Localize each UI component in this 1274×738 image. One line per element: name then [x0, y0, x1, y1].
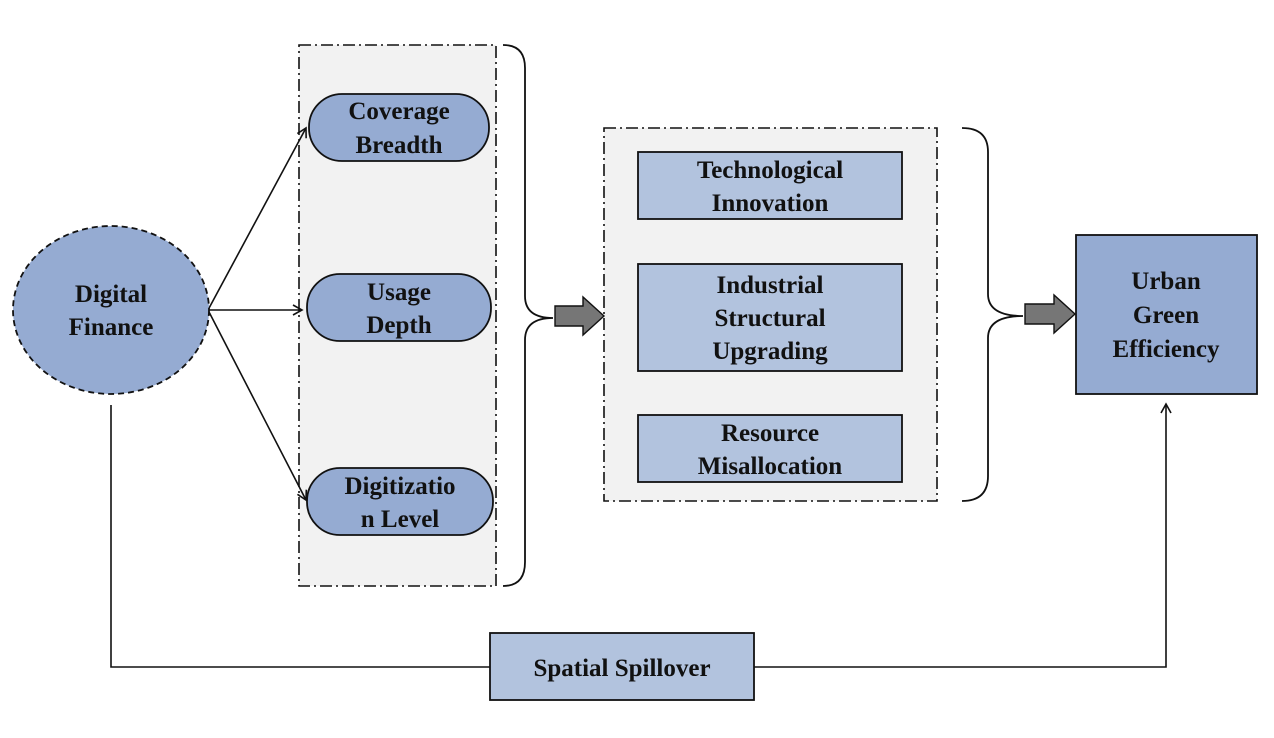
coverage-breadth-node: Coverage Breadth — [308, 93, 490, 162]
arrow-to-digitization — [207, 309, 308, 502]
outcome-label-3: Efficiency — [1113, 336, 1220, 363]
block-arrow-to-mechanisms — [554, 295, 606, 337]
coverage-label-1: Coverage — [348, 98, 449, 125]
outcome-label-1: Urban — [1131, 268, 1201, 295]
resource-label-2: Misallocation — [698, 453, 843, 480]
technological-innovation-box: Technological Innovation — [637, 151, 903, 220]
arrow-to-coverage — [207, 126, 307, 311]
industrial-label-3: Upgrading — [712, 338, 828, 365]
mechanisms-brace — [961, 127, 1024, 502]
spillover-arrow-right — [754, 402, 1172, 668]
digital-finance-label-1: Digital — [75, 281, 147, 308]
coverage-label-2: Breadth — [355, 132, 442, 159]
outcome-label-2: Green — [1133, 302, 1199, 329]
industrial-label-1: Industrial — [717, 272, 824, 299]
spatial-spillover-box: Spatial Spillover — [489, 632, 755, 701]
usage-depth-node: Usage Depth — [306, 273, 492, 342]
digital-finance-node: Digital Finance — [12, 225, 210, 395]
resource-label-1: Resource — [721, 420, 819, 447]
resource-misallocation-box: Resource Misallocation — [637, 414, 903, 483]
block-arrow-to-outcome — [1024, 293, 1077, 335]
dimensions-brace — [502, 44, 554, 587]
tech-label-2: Innovation — [712, 190, 829, 217]
digital-finance-label-2: Finance — [69, 314, 154, 341]
digitization-label-1: Digitizatio — [344, 473, 455, 500]
usage-label-1: Usage — [367, 279, 431, 306]
tech-label-1: Technological — [697, 157, 843, 184]
urban-green-efficiency-box: Urban Green Efficiency — [1075, 234, 1258, 395]
spillover-label: Spatial Spillover — [533, 655, 710, 682]
industrial-upgrading-box: Industrial Structural Upgrading — [637, 263, 903, 372]
digitization-label-2: n Level — [361, 506, 440, 533]
spillover-line-left — [110, 405, 490, 668]
digitization-level-node: Digitizatio n Level — [306, 467, 494, 536]
industrial-label-2: Structural — [714, 305, 825, 332]
usage-label-2: Depth — [366, 312, 431, 339]
